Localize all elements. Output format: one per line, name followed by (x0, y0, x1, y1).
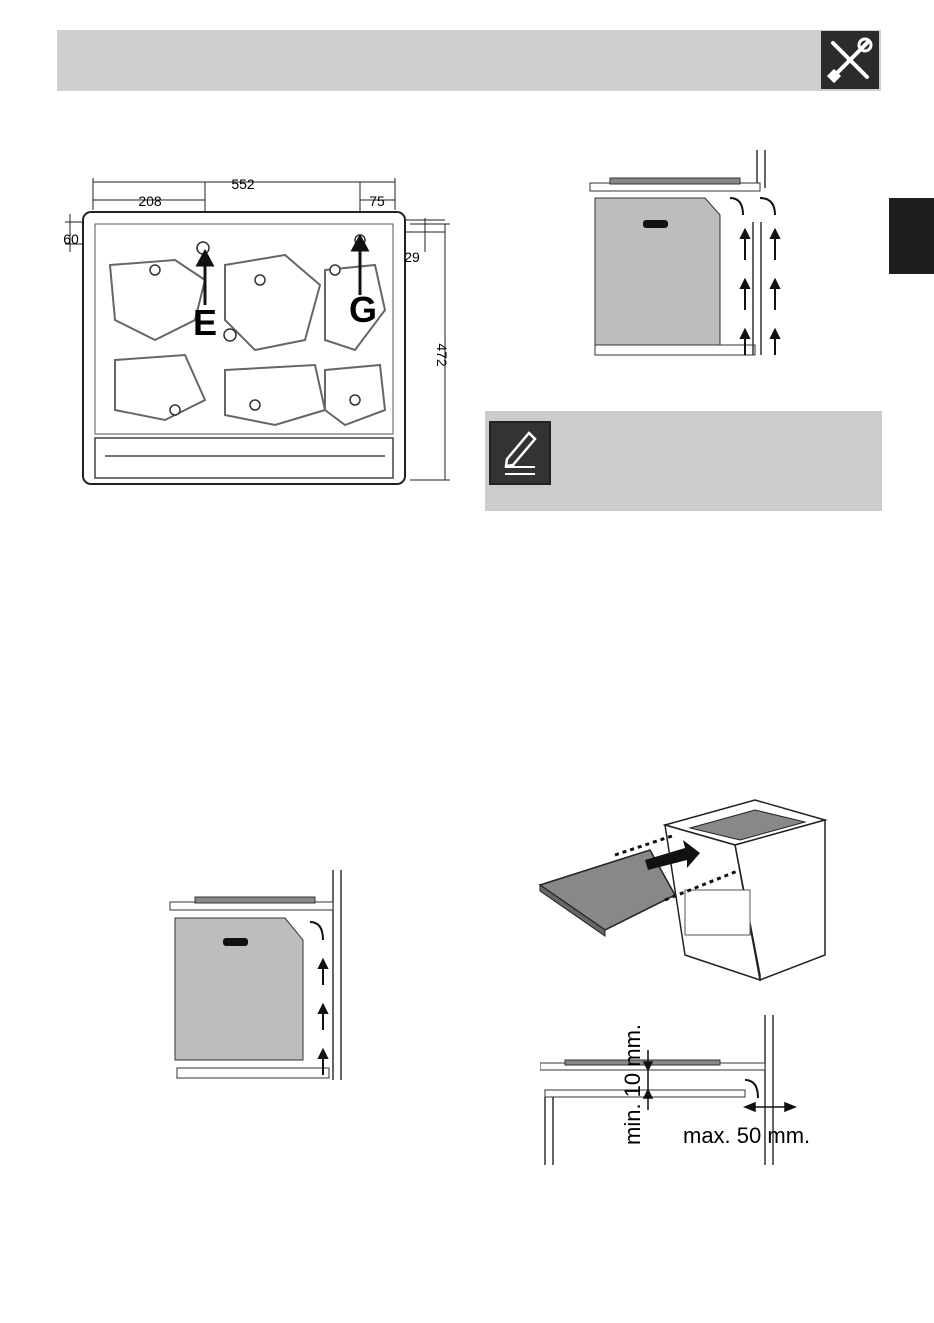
pencil-note-icon (489, 421, 551, 485)
min-clearance-label: min. 10 mm. (620, 1024, 645, 1145)
dim-width: 552 (231, 176, 255, 192)
clearance-detail: min. 10 mm. max. 50 mm. (540, 1010, 840, 1170)
cabinet-panel-illustration (535, 790, 830, 990)
dim-top-right: 29 (404, 249, 420, 265)
dim-top-left: 60 (63, 231, 79, 247)
ventilation-side-view-top (585, 150, 785, 360)
label-g: G (349, 289, 377, 330)
dim-left: 208 (138, 193, 162, 209)
dim-height: 472 (434, 343, 450, 367)
label-e: E (193, 302, 217, 343)
ventilation-side-view-bottom (165, 870, 350, 1085)
bottom-view-diagram: 552 208 75 60 29 472 E G (55, 170, 465, 495)
max-clearance-label: max. 50 mm. (683, 1123, 810, 1148)
dim-right: 75 (369, 193, 385, 209)
tools-icon (821, 31, 879, 89)
section-tab (889, 198, 934, 274)
header-bar (57, 30, 881, 91)
